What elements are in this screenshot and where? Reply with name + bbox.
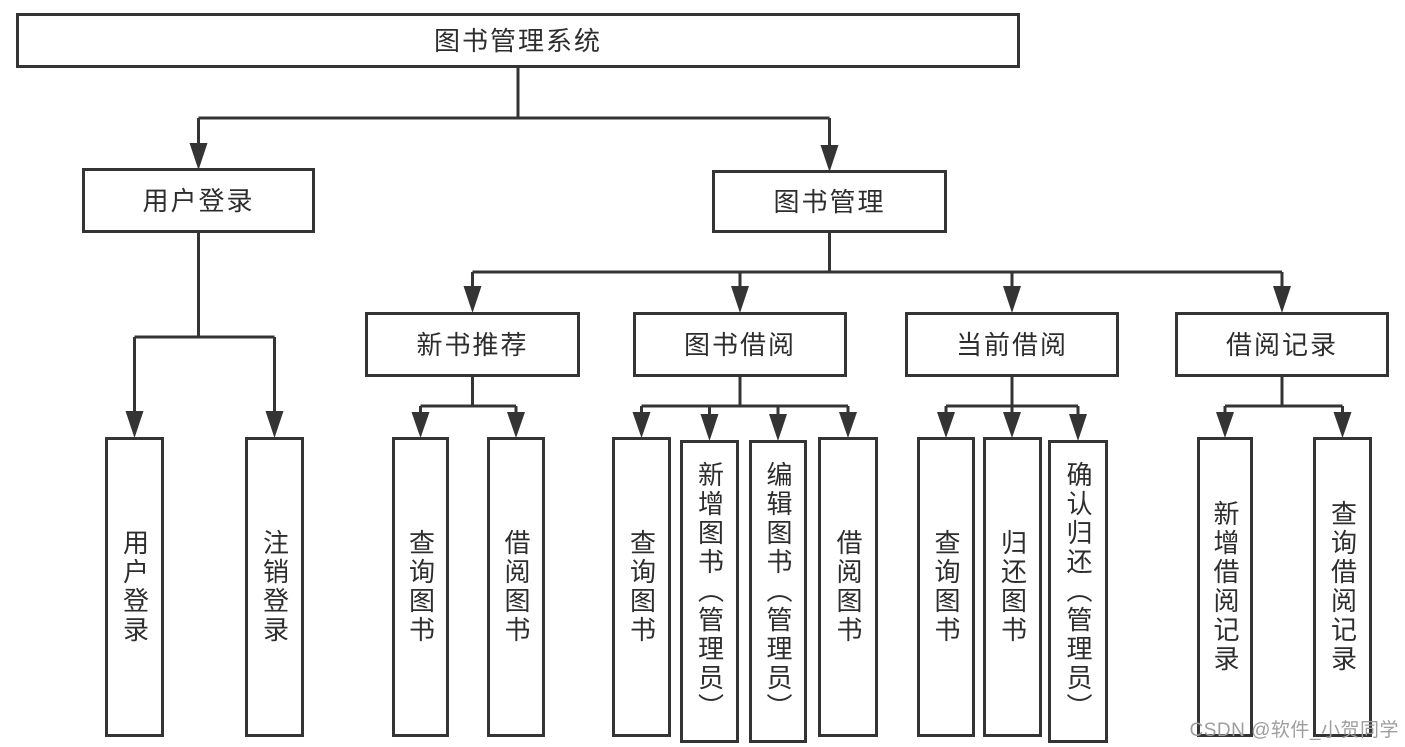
node-new-book-recommend: 新书推荐 xyxy=(365,312,580,377)
connector-records-to-leaves xyxy=(1223,377,1344,416)
node-leaf-recommend-query-book: 查询图书 xyxy=(392,437,449,737)
leaf-label: 新增图书（管理员） xyxy=(694,461,725,722)
node-leaf-logout: 注销登录 xyxy=(245,437,304,737)
node-leaf-recommend-borrow-book: 借阅图书 xyxy=(487,437,545,737)
arrowheads-records xyxy=(1216,412,1352,438)
connector-recommend-to-leaves xyxy=(419,377,518,416)
node-leaf-current-query-book: 查询图书 xyxy=(917,437,975,737)
leaf-label: 归还图书 xyxy=(997,529,1028,645)
leaf-label: 查询图书 xyxy=(931,529,961,645)
connector-borrow-to-leaves xyxy=(640,377,850,418)
node-borrow-record: 借阅记录 xyxy=(1175,312,1389,377)
node-root-library-management-system: 图书管理系统 xyxy=(16,13,1020,68)
leaf-label: 查询图书 xyxy=(626,529,657,645)
leaf-label: 查询图书 xyxy=(405,529,436,645)
leaf-label: 编辑图书（管理员） xyxy=(763,461,793,722)
node-leaf-borrow-edit-book-admin: 编辑图书（管理员） xyxy=(749,440,807,743)
arrowheads-level3 xyxy=(463,286,1291,313)
node-leaf-record-query: 查询借阅记录 xyxy=(1313,437,1372,737)
leaf-label: 用户登录 xyxy=(119,529,150,645)
leaf-label: 确认归还（管理员） xyxy=(1063,461,1093,722)
node-current-borrow: 当前借阅 xyxy=(905,312,1119,377)
node-leaf-borrow-borrow-book: 借阅图书 xyxy=(818,437,878,737)
leaf-label: 借阅图书 xyxy=(833,529,863,645)
node-leaf-current-confirm-return-admin: 确认归还（管理员） xyxy=(1048,440,1108,743)
node-leaf-current-return-book: 归还图书 xyxy=(983,437,1042,737)
leaf-label: 注销登录 xyxy=(259,529,290,645)
node-leaf-user-login: 用户登录 xyxy=(105,437,164,737)
node-leaf-borrow-query-book: 查询图书 xyxy=(612,437,671,737)
connector-userlogin-to-leaves xyxy=(133,233,276,414)
connector-current-to-leaves xyxy=(944,377,1080,418)
connector-bookmgmt-to-level3 xyxy=(471,233,1284,290)
leaf-label: 借阅图书 xyxy=(501,529,531,645)
leaf-label: 新增借阅记录 xyxy=(1210,500,1240,674)
connector-root-to-level2 xyxy=(197,68,831,148)
node-book-management: 图书管理 xyxy=(712,170,947,233)
node-user-login: 用户登录 xyxy=(82,168,315,233)
node-leaf-borrow-add-book-admin: 新增图书（管理员） xyxy=(680,440,739,743)
csdn-watermark: CSDN @软件_小贺同学 xyxy=(1189,720,1399,741)
arrowheads-userlogin xyxy=(125,411,284,438)
leaf-label: 查询借阅记录 xyxy=(1327,500,1358,674)
node-book-borrow: 图书借阅 xyxy=(633,312,847,377)
arrowheads-recommend xyxy=(411,412,525,438)
node-leaf-record-add: 新增借阅记录 xyxy=(1197,437,1253,737)
